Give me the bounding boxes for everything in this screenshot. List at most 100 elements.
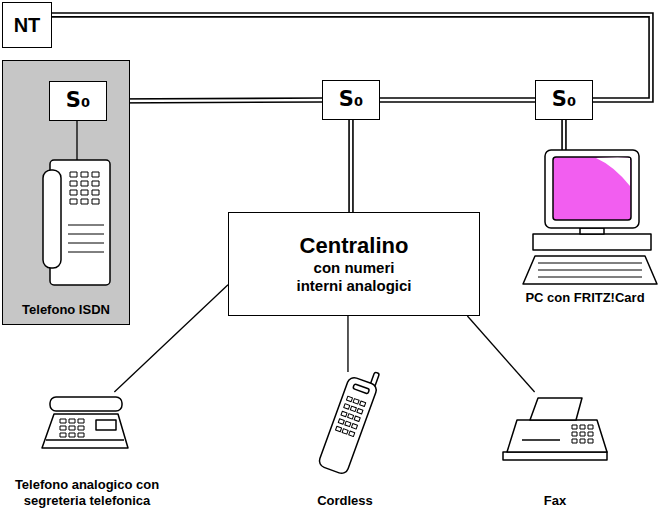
analog-phone-keypad	[60, 419, 84, 437]
connector-line	[114, 285, 228, 392]
fax-device: Fax	[495, 392, 615, 513]
keypad-key	[348, 414, 354, 419]
panel-line	[68, 243, 104, 244]
keypad-key	[92, 190, 99, 195]
monitor-stand	[580, 228, 604, 234]
keypad-key	[353, 399, 359, 404]
node-label: Centralino	[300, 233, 409, 259]
keypad-key	[60, 426, 66, 430]
analog-phone-device: Telefono analogico con segreteria telefo…	[2, 392, 173, 513]
keypad-key	[344, 404, 350, 409]
keypad-key	[92, 199, 99, 204]
screen-glare	[596, 158, 630, 187]
connector-line	[348, 120, 354, 212]
keypad-key	[345, 421, 351, 426]
panel-line	[68, 234, 104, 235]
keypad-key	[349, 431, 355, 436]
s0-box: S₀	[322, 80, 380, 120]
cordless-device: Cordless	[300, 372, 390, 513]
nt-box: NT	[2, 2, 52, 48]
cordless-icon	[317, 364, 382, 475]
connector-gap	[380, 99, 535, 101]
isdn-phone-keypad	[70, 172, 99, 204]
keypad-key	[588, 439, 593, 443]
answering-machine-display	[96, 420, 116, 430]
bus-connector	[564, 120, 565, 150]
keypad-key	[69, 433, 75, 437]
analog-phone-handset	[50, 397, 122, 411]
node-label: NT	[14, 14, 41, 36]
keypad-key	[81, 190, 88, 195]
bus-connector	[380, 100, 535, 101]
keyboard	[523, 256, 657, 284]
keypad-key	[78, 419, 84, 423]
phone-wire	[76, 120, 77, 160]
fax-slot	[522, 439, 560, 441]
cordless-antenna	[370, 372, 379, 387]
keypad-key	[69, 426, 75, 430]
keypad-key	[60, 433, 66, 437]
node-label: con numeri interni analogici	[293, 259, 416, 295]
bus-connector	[347, 316, 348, 372]
connector-line	[467, 316, 534, 392]
s0-box: S₀	[49, 81, 107, 121]
isdn-phone-handset	[43, 170, 61, 268]
node-label: S₀	[339, 88, 363, 111]
node-label: Telefono analogico con segreteria telefo…	[5, 477, 170, 510]
fax-keypad	[572, 425, 593, 443]
node-label: PC con FRITZ!Card	[525, 290, 644, 306]
keypad-key	[92, 181, 99, 186]
keypad-key	[350, 406, 356, 411]
keypad-key	[357, 409, 363, 414]
fax-base	[503, 452, 607, 460]
keypad-key	[60, 419, 66, 423]
fax-paper	[530, 398, 582, 420]
keypad-key	[70, 199, 77, 204]
keypad-key	[580, 432, 585, 436]
pbx-box: Centralinocon numeri interni analogici	[228, 212, 480, 316]
keypad-key	[580, 439, 585, 443]
analog-phone-edge	[46, 439, 124, 441]
fax-body	[507, 420, 607, 452]
bus-connector	[114, 285, 228, 392]
keypad-key	[78, 426, 84, 430]
keypad-key	[351, 424, 357, 429]
monitor	[545, 150, 639, 228]
node-label: Telefono ISDN	[22, 302, 110, 318]
keypad-key	[341, 411, 347, 416]
keypad-key	[336, 426, 342, 431]
bus-connector	[467, 316, 534, 392]
keypad-key	[78, 433, 84, 437]
node-label: Fax	[544, 493, 566, 509]
node-label: Cordless	[317, 493, 373, 509]
keypad-key	[81, 199, 88, 204]
isdn-phone-area: Telefono ISDN S₀	[2, 60, 130, 325]
monitor-screen	[553, 157, 631, 220]
keypad-key	[81, 172, 88, 177]
analog-phone-body	[42, 414, 128, 448]
bus-connector	[107, 100, 322, 101]
connector-line	[561, 120, 567, 150]
panel-line	[68, 225, 104, 226]
cordless-body	[317, 376, 378, 476]
keypad-key	[81, 181, 88, 186]
isdn-phone-body	[50, 160, 110, 285]
keypad-key	[572, 432, 577, 436]
keypad-key	[69, 419, 75, 423]
connector-gap	[350, 120, 352, 212]
keypad-key	[70, 190, 77, 195]
node-label: S₀	[552, 88, 576, 111]
keypad-key	[92, 172, 99, 177]
connector-line	[347, 316, 348, 372]
keypad-key	[572, 439, 577, 443]
keypad-key	[588, 425, 593, 429]
keyboard-keys	[538, 263, 642, 277]
keypad-key	[70, 181, 77, 186]
keypad-key	[580, 425, 585, 429]
connector-line	[107, 100, 322, 101]
connector-gap	[107, 100, 322, 101]
keypad-key	[346, 396, 352, 401]
s0-box: S₀	[535, 80, 593, 120]
